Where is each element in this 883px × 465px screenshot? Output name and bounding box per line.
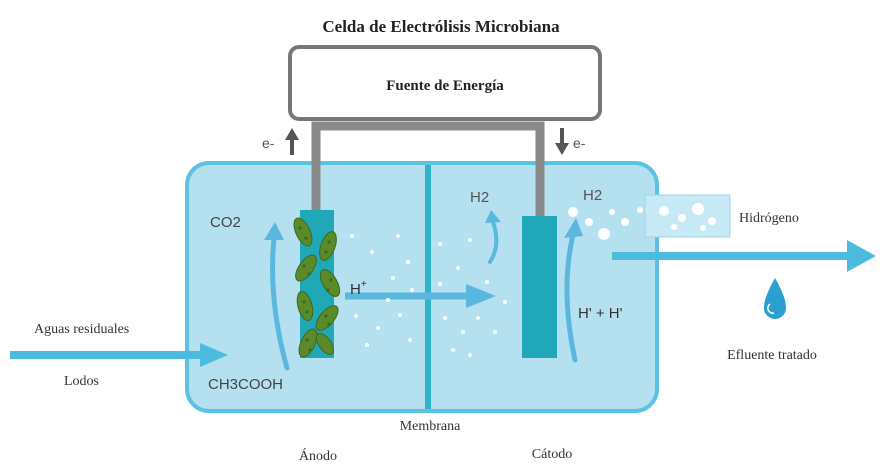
- proton-label: H+: [350, 279, 367, 298]
- sludge-input-label: Lodos: [64, 374, 99, 389]
- power-source-box: [288, 45, 602, 121]
- external-circuit-wire: [311, 121, 545, 218]
- electron-up-arrow-icon: [285, 128, 299, 155]
- cathode-protons-label: H' + H': [578, 305, 623, 322]
- diagram-title: Celda de Electrólisis Microbiana: [322, 17, 560, 36]
- treated-effluent-label: Efluente tratado: [727, 348, 817, 363]
- membrane: [425, 165, 431, 409]
- water-droplet-icon: [764, 278, 786, 319]
- bacteria-icon: [293, 217, 341, 358]
- electron-label-cathode: e-: [573, 135, 586, 151]
- co2-release-arrow-icon: [264, 222, 290, 371]
- cathode-label: Cátodo: [532, 447, 572, 462]
- hydrogen-output-label: Hidrógeno: [739, 211, 799, 226]
- h2-inner-arrow-icon: [485, 210, 501, 264]
- effluent-outflow-arrow-icon: [612, 240, 876, 272]
- cathode-electrode: [522, 216, 557, 358]
- h2-inner-label: H2: [470, 189, 489, 206]
- electron-label-anode: e-: [262, 135, 275, 151]
- hydrogen-outlet: [644, 194, 731, 238]
- co2-label: CO2: [210, 214, 241, 231]
- wastewater-inflow-arrow-icon: [10, 343, 228, 367]
- power-source-label: Fuente de Energía: [386, 78, 504, 94]
- membrane-label: Membrana: [400, 419, 461, 434]
- h2-outer-arrow-icon: [564, 218, 583, 363]
- hydrogen-bubbles: [568, 207, 643, 240]
- electron-down-arrow-icon: [555, 128, 569, 155]
- proton-particles: [350, 234, 507, 357]
- proton-flow-arrow-icon: [345, 284, 496, 308]
- substrate-label: CH3COOH: [208, 376, 283, 393]
- h2-outer-label: H2: [583, 187, 602, 204]
- wastewater-input-label: Aguas residuales: [34, 322, 129, 337]
- anode-label: Ánodo: [299, 447, 337, 464]
